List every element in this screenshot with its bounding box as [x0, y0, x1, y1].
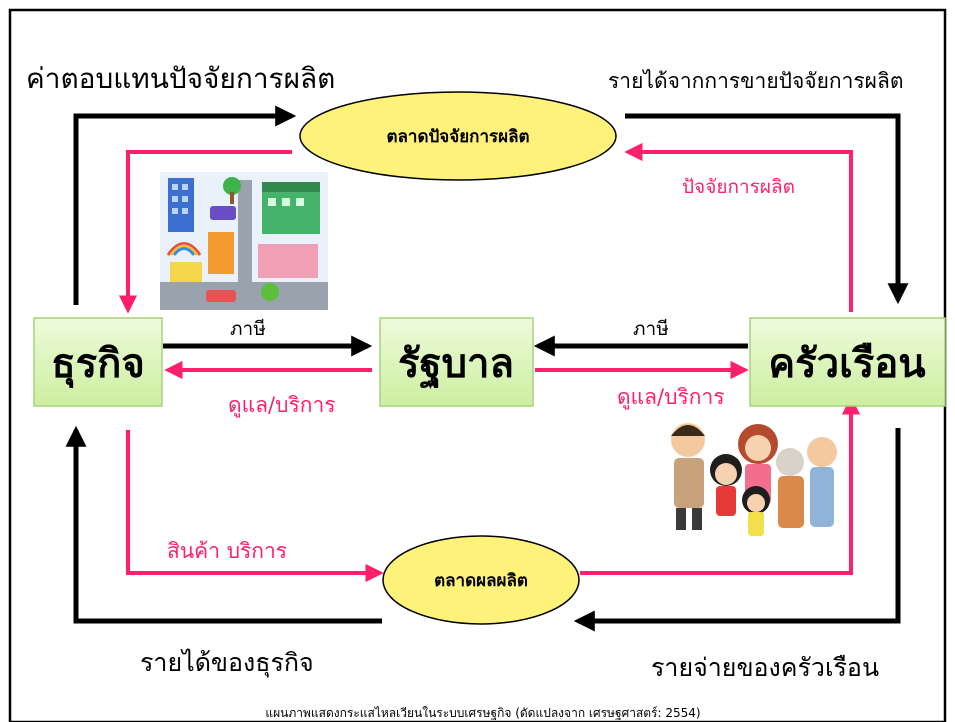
factor-income-label: รายได้จากการขายปัจจัยการผลิต [608, 69, 903, 93]
factors-of-production-label: ปัจจัยการผลิต [682, 176, 795, 198]
factor-market-to-business-arrow [118, 150, 292, 314]
business-node: ธุรกิจ [33, 317, 163, 407]
services-household-label: ดูแล/บริการ [617, 385, 725, 410]
government-node: รัฐบาล [379, 317, 534, 407]
factor-payments-label: ค่าตอบแทนปัจจัยการผลิต [26, 62, 335, 95]
household-spending-label: รายจ่ายของครัวเรือน [651, 653, 879, 682]
family-illustration [664, 412, 844, 540]
services-business-label: ดูแล/บริการ [228, 393, 336, 418]
factor-market-node: ตลาดปัจจัยการผลิต [299, 91, 617, 181]
factor-income-arrow [625, 113, 909, 305]
black-flow-arrows [65, 105, 909, 632]
household-spending-arrow [573, 428, 901, 632]
household-node: ครัวเรือน [749, 317, 946, 407]
factor-market-label: ตลาดปัจจัยการผลิต [386, 127, 529, 147]
business-label: ธุรกิจ [51, 341, 145, 389]
product-market-to-household-arrow [580, 396, 861, 575]
household-label: ครัวเรือน [768, 341, 925, 387]
goods-services-arrow [126, 430, 384, 583]
product-market-node: ตลาดผลผลิต [382, 535, 580, 625]
pink-flow-arrows [118, 142, 861, 583]
diagram-caption: แผนภาพแสดงกระแสไหลเวียนในระบบเศรษฐกิจ (ด… [265, 706, 700, 720]
product-market-label: ตลาดผลผลิต [434, 571, 528, 591]
tax-business-label: ภาษี [230, 318, 266, 340]
city-illustration [160, 172, 328, 310]
factors-pink-arrow [624, 142, 853, 312]
government-label: รัฐบาล [398, 341, 514, 390]
tax-household-label: ภาษี [633, 318, 669, 340]
factor-payment-arrow [73, 105, 297, 305]
business-revenue-label: รายได้ของธุรกิจ [140, 648, 314, 678]
goods-services-label: สินค้า บริการ [167, 539, 287, 563]
business-revenue-arrow [65, 425, 382, 624]
